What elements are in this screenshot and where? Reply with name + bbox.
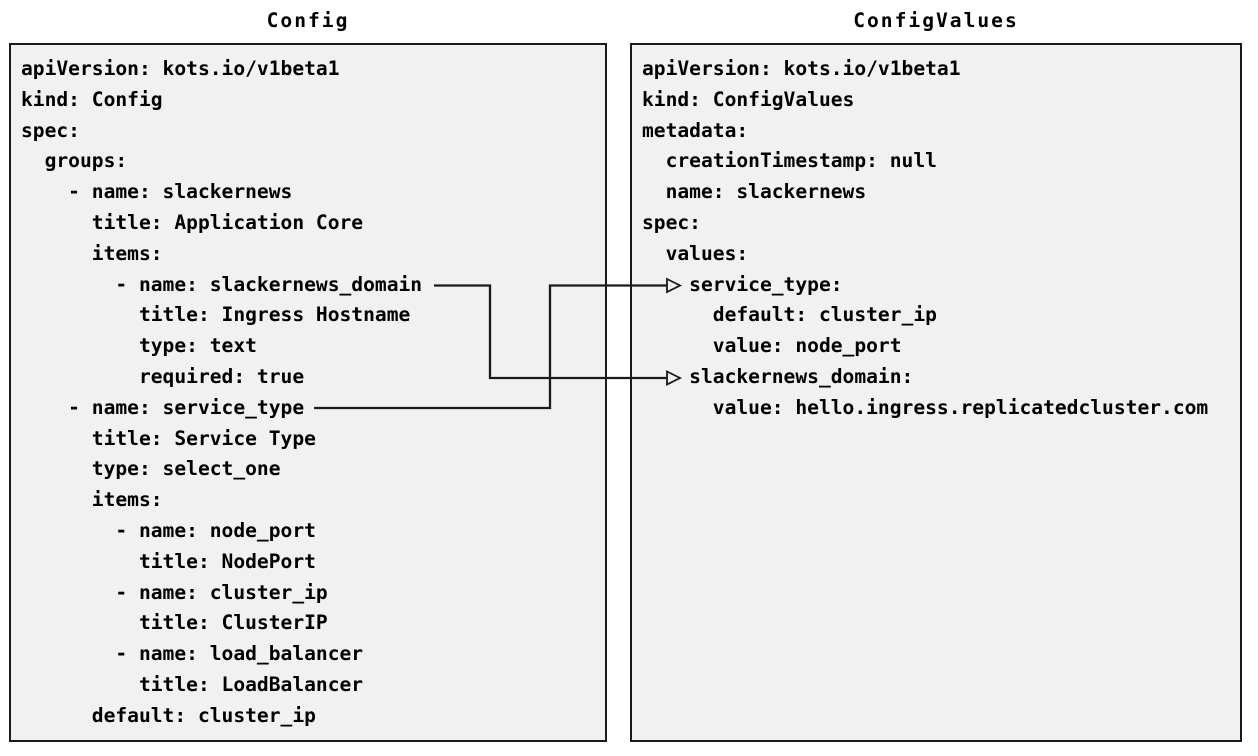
config-yaml-text: apiVersion: kots.io/v1beta1 kind: Config… xyxy=(21,57,423,727)
config-panel-title: Config xyxy=(266,9,350,32)
configvalues-panel-title: ConfigValues xyxy=(853,9,1019,32)
config-panel: apiVersion: kots.io/v1beta1 kind: Config… xyxy=(9,43,607,742)
configvalues-panel: apiVersion: kots.io/v1beta1 kind: Config… xyxy=(630,43,1242,742)
configvalues-yaml-text: apiVersion: kots.io/v1beta1 kind: Config… xyxy=(642,57,1209,419)
